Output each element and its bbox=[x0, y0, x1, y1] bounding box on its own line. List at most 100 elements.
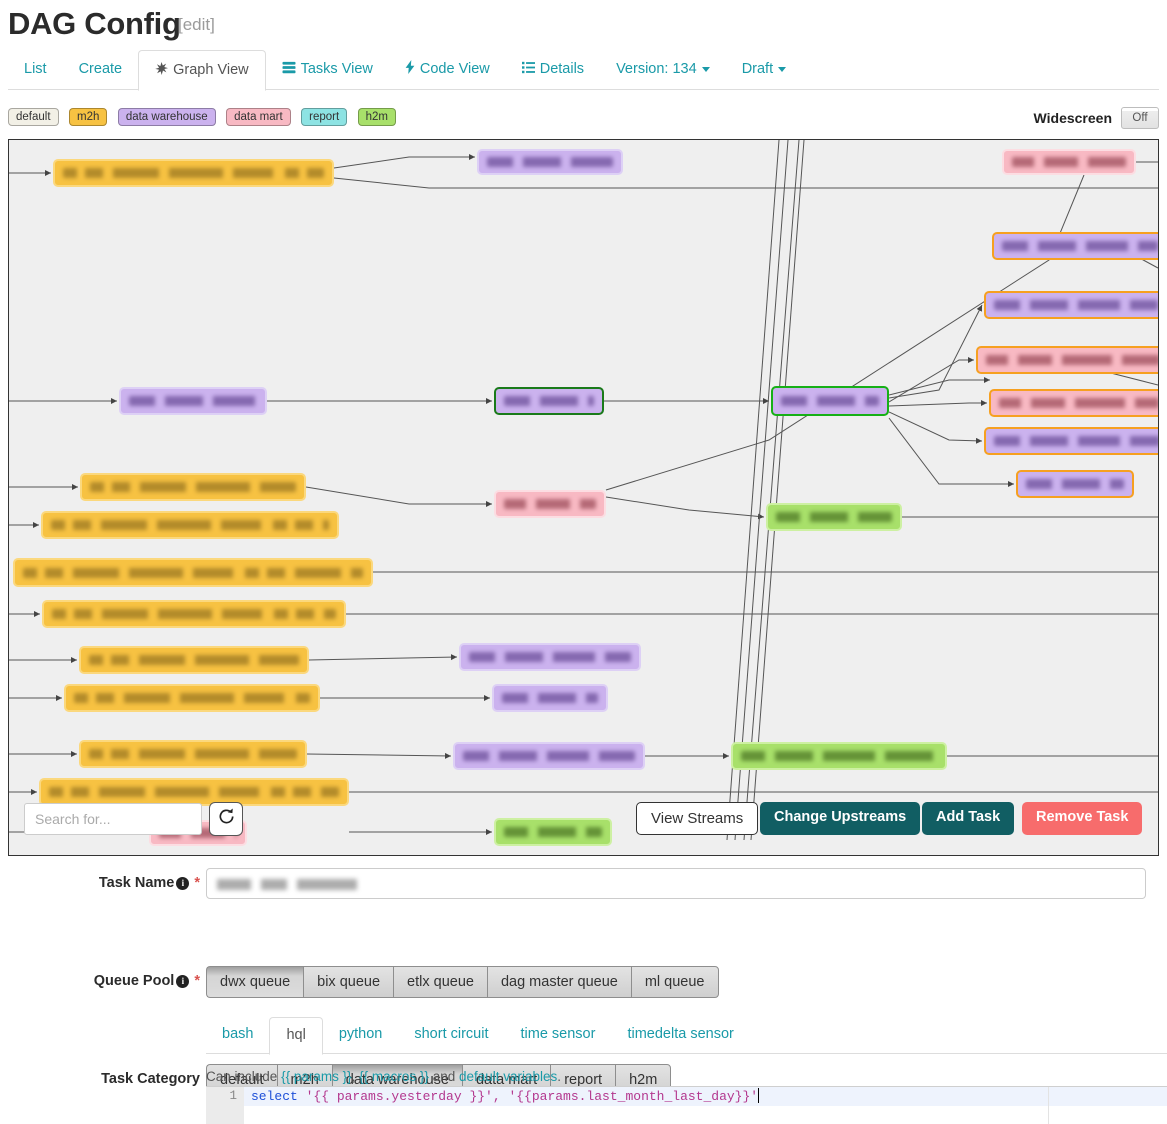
required-asterisk: * bbox=[194, 973, 200, 989]
hint-params-link[interactable]: {{ params }} bbox=[281, 1069, 352, 1084]
remove-task-button[interactable]: Remove Task bbox=[1022, 802, 1143, 835]
code-editor[interactable]: 1 select '{{ params.yesterday }}', '{{pa… bbox=[206, 1086, 1167, 1124]
hint-prefix: Can include bbox=[206, 1069, 282, 1084]
view-streams-button[interactable]: View Streams bbox=[636, 802, 759, 835]
search-input[interactable]: Search for... bbox=[24, 803, 202, 835]
graph-node[interactable] bbox=[984, 427, 1158, 455]
graph-node[interactable] bbox=[53, 159, 334, 187]
graph-node[interactable] bbox=[989, 389, 1158, 417]
editor-gutter: 1 bbox=[206, 1087, 244, 1124]
node-label-redacted bbox=[741, 751, 937, 761]
graph-node[interactable] bbox=[79, 646, 309, 674]
queue-pool-option-etlx[interactable]: etlx queue bbox=[393, 966, 487, 998]
queue-pool-option-dwx[interactable]: dwx queue bbox=[206, 966, 304, 998]
tab-label: Tasks View bbox=[300, 61, 373, 77]
graph-node[interactable] bbox=[39, 778, 349, 806]
node-label-redacted bbox=[504, 396, 594, 406]
tab-code-view[interactable]: Code View bbox=[389, 50, 506, 90]
graph-node[interactable] bbox=[992, 232, 1158, 260]
tab-draft-dropdown[interactable]: Draft bbox=[726, 50, 802, 90]
edit-link[interactable]: [edit] bbox=[178, 15, 215, 34]
dag-graph-canvas[interactable] bbox=[8, 139, 1159, 856]
task-name-value-redacted bbox=[217, 879, 357, 890]
graph-node[interactable] bbox=[494, 818, 612, 846]
graph-node[interactable] bbox=[42, 600, 346, 628]
add-task-button[interactable]: Add Task bbox=[922, 802, 1015, 835]
graph-node[interactable] bbox=[64, 684, 320, 712]
change-upstreams-button[interactable]: Change Upstreams bbox=[760, 802, 921, 835]
task-tab-bash[interactable]: bash bbox=[222, 1026, 254, 1042]
hint-default-variables-link[interactable]: default variables bbox=[458, 1069, 558, 1084]
tab-details[interactable]: Details bbox=[506, 50, 600, 90]
task-name-input[interactable] bbox=[206, 868, 1146, 899]
graph-node[interactable] bbox=[41, 511, 339, 539]
code-string: '{{ params.yesterday }}', '{{params.last… bbox=[297, 1089, 759, 1104]
graph-node[interactable] bbox=[80, 473, 306, 501]
legend-pill-data-mart[interactable]: data mart bbox=[226, 108, 291, 126]
task-tab-python[interactable]: python bbox=[338, 1026, 383, 1042]
editor-line-1[interactable]: select '{{ params.yesterday }}', '{{para… bbox=[244, 1087, 1167, 1106]
tab-label: List bbox=[24, 61, 47, 77]
graph-node[interactable] bbox=[79, 740, 307, 768]
text-caret bbox=[758, 1088, 760, 1103]
tab-label: Create bbox=[78, 61, 123, 77]
legend-pill-h2m[interactable]: h2m bbox=[357, 108, 397, 126]
node-label-redacted bbox=[89, 655, 299, 665]
legend-pill-report[interactable]: report bbox=[301, 108, 348, 126]
template-hint: Can include {{ params }}, {{ macros }} a… bbox=[206, 1069, 561, 1084]
info-icon[interactable]: i bbox=[176, 975, 190, 988]
graph-node[interactable] bbox=[976, 346, 1158, 374]
queue-pool-option-dag-master[interactable]: dag master queue bbox=[486, 966, 631, 998]
tab-create[interactable]: Create bbox=[63, 50, 139, 90]
node-label-redacted bbox=[781, 396, 879, 406]
lightning-icon bbox=[405, 51, 415, 89]
graph-node[interactable] bbox=[477, 149, 623, 175]
node-label-redacted bbox=[23, 567, 363, 578]
graph-node[interactable] bbox=[1016, 470, 1134, 498]
tab-version-dropdown[interactable]: Version: 134 bbox=[600, 50, 726, 90]
graph-node[interactable] bbox=[731, 742, 947, 770]
task-tab-hql[interactable]: hql bbox=[269, 1017, 323, 1055]
graph-node[interactable] bbox=[494, 490, 606, 518]
graph-node[interactable] bbox=[984, 291, 1158, 319]
graph-node[interactable] bbox=[459, 643, 641, 671]
refresh-button[interactable] bbox=[209, 802, 243, 836]
hint-macros-link[interactable]: {{ macros }} bbox=[359, 1069, 429, 1084]
legend-pill-m2h[interactable]: m2h bbox=[68, 108, 108, 126]
node-label-redacted bbox=[1026, 479, 1124, 489]
task-tab-time-sensor[interactable]: time sensor bbox=[520, 1026, 596, 1042]
graph-node[interactable] bbox=[453, 742, 645, 770]
graph-node[interactable] bbox=[766, 503, 902, 531]
tab-tasks-view[interactable]: Tasks View bbox=[266, 50, 389, 90]
graph-node[interactable] bbox=[492, 684, 608, 712]
task-tab-timedelta-sensor[interactable]: timedelta sensor bbox=[627, 1026, 734, 1042]
node-label-redacted bbox=[1002, 241, 1158, 251]
queue-pool-option-ml[interactable]: ml queue bbox=[630, 966, 719, 998]
task-tab-short-circuit[interactable]: short circuit bbox=[414, 1026, 489, 1042]
graph-node[interactable] bbox=[1002, 149, 1136, 175]
graph-node[interactable] bbox=[494, 387, 604, 415]
widescreen-toggle[interactable]: Off bbox=[1121, 107, 1159, 129]
info-icon[interactable]: i bbox=[176, 877, 190, 890]
tab-graph-view[interactable]: Graph View bbox=[138, 50, 266, 91]
graph-edges bbox=[9, 140, 1158, 841]
tab-list[interactable]: List bbox=[8, 50, 63, 90]
task-type-tab-bar: bash hql python short circuit time senso… bbox=[206, 1017, 1167, 1055]
chevron-down-icon bbox=[778, 66, 787, 72]
graph-node[interactable] bbox=[119, 387, 267, 415]
code-keyword: select bbox=[251, 1089, 298, 1104]
graph-node[interactable] bbox=[13, 558, 373, 587]
graph-node[interactable] bbox=[771, 386, 889, 416]
node-label-redacted bbox=[994, 300, 1158, 310]
queue-pool-option-bix[interactable]: bix queue bbox=[303, 966, 394, 998]
node-label-redacted bbox=[1012, 157, 1126, 167]
legend-pill-data-warehouse[interactable]: data warehouse bbox=[117, 108, 216, 126]
node-label-redacted bbox=[502, 693, 598, 703]
legend-pill-default[interactable]: default bbox=[8, 108, 59, 126]
page-title: DAG Config bbox=[8, 6, 181, 41]
